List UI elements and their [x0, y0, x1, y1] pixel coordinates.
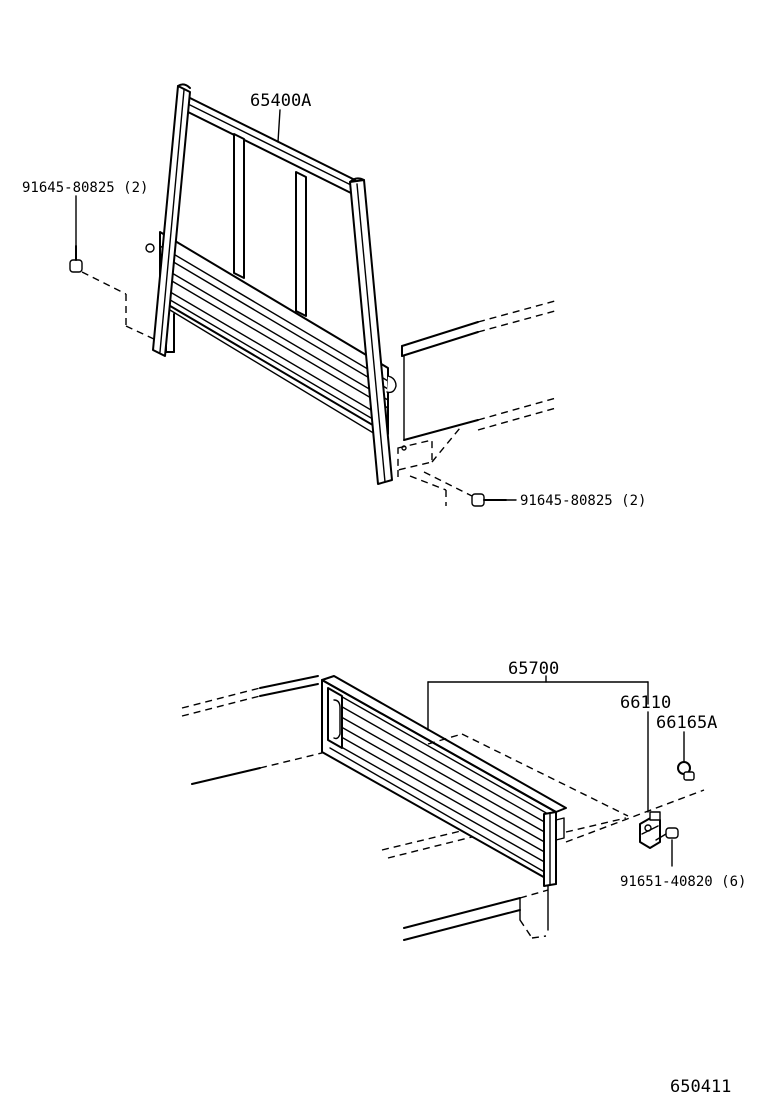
hinge-bolt — [655, 827, 679, 841]
label-hinge-pin: 66165A — [656, 713, 717, 733]
headboard-lower-panel — [159, 231, 389, 441]
headboard-assembly — [69, 83, 557, 507]
bolt-right — [423, 471, 507, 507]
label-hinge: 66110 — [620, 693, 671, 713]
bolt-left — [69, 245, 157, 341]
leader-headboard — [277, 109, 281, 143]
figure-number: 650411 — [670, 1077, 731, 1097]
tailgate-panel — [321, 675, 567, 887]
hinge — [639, 811, 661, 849]
headboard-vertical-bars — [233, 133, 307, 317]
headboard-right-post — [349, 177, 397, 485]
leader-tailgate — [427, 675, 649, 731]
label-bolt-right: 91645-80825 (2) — [520, 493, 646, 509]
headboard-left-post — [145, 83, 191, 357]
tailgate-assembly — [181, 675, 705, 941]
hinge-pin — [677, 761, 695, 781]
label-tailgate: 65700 — [508, 659, 559, 679]
label-bolt-left: 91645-80825 (2) — [22, 180, 148, 196]
headboard-mount-bracket — [397, 427, 461, 506]
label-hinge-bolt: 91651-40820 (6) — [620, 874, 746, 890]
headboard-top-rail — [187, 96, 356, 196]
bed-side-rail-upper — [401, 300, 557, 441]
label-headboard: 65400A — [250, 91, 311, 111]
bed-floor-outline — [427, 733, 705, 843]
